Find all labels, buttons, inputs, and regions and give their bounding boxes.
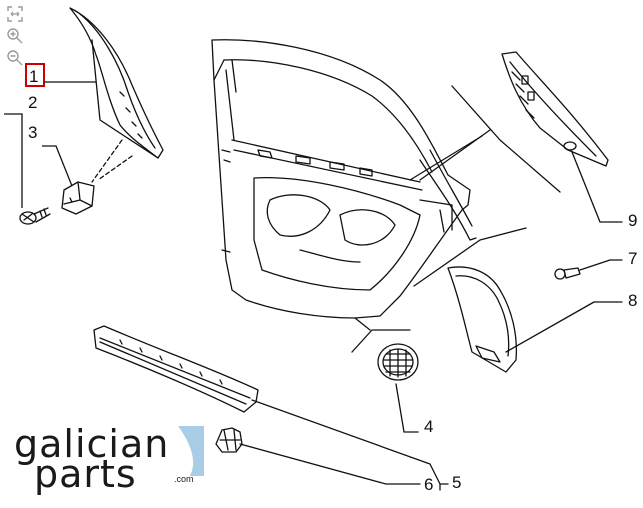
logo-domain: .com: [174, 474, 194, 484]
callout-2[interactable]: 2: [28, 93, 37, 112]
part-5-sill-moulding[interactable]: [93, 325, 259, 413]
logo-line-1: galician: [14, 422, 170, 466]
callout-4[interactable]: 4: [424, 417, 433, 436]
callout-5[interactable]: 5: [452, 473, 461, 492]
galicianparts-logo: galician parts .com: [10, 422, 210, 496]
part-4-vent-grille[interactable]: [377, 343, 419, 381]
callout-7[interactable]: 7: [628, 249, 637, 268]
part-1-pillar-trim[interactable]: [69, 7, 164, 159]
callout-8[interactable]: 8: [628, 291, 637, 310]
part-9-quarter-trim[interactable]: [501, 51, 609, 167]
logo-line-2: parts: [34, 452, 137, 496]
callout-6[interactable]: 6: [424, 475, 433, 494]
part-3-clip[interactable]: [61, 181, 95, 215]
zoom-in-icon: [7, 28, 23, 44]
part-2-screw[interactable]: [19, 207, 51, 225]
fit-to-screen-button[interactable]: [4, 4, 26, 24]
part-8-arch-trim[interactable]: [447, 266, 518, 373]
rear-door-frame: [211, 39, 477, 331]
zoom-out-icon: [7, 50, 23, 66]
callout-3[interactable]: 3: [28, 123, 37, 142]
flag-icon: [178, 426, 204, 476]
callout-1[interactable]: 1: [29, 67, 38, 86]
part-7-screw[interactable]: [554, 267, 581, 280]
fit-to-screen-icon: [7, 6, 23, 22]
callout-1-highlight: [25, 63, 45, 87]
zoom-out-button[interactable]: [4, 48, 26, 68]
zoom-in-button[interactable]: [4, 26, 26, 46]
callout-9[interactable]: 9: [628, 211, 637, 230]
part-6-clip[interactable]: [215, 427, 243, 453]
